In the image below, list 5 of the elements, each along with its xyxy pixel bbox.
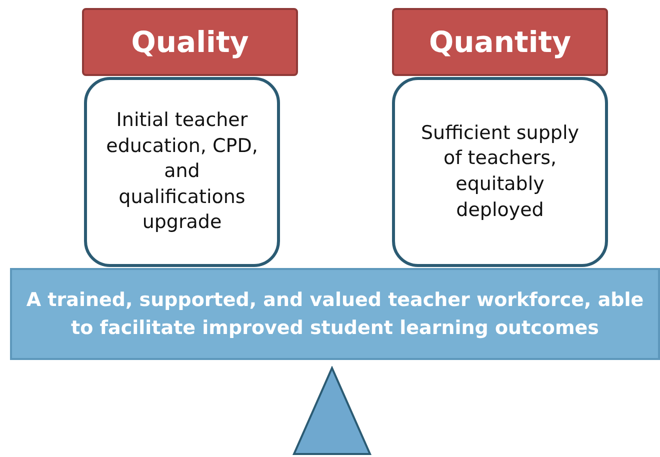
text-card: Initial teacher education, CPD, and qualifications upgrade xyxy=(84,77,280,267)
heading-tab: Quality xyxy=(82,8,298,76)
text-card: Sufficient supply of teachers, equitably deployed xyxy=(392,77,608,267)
balance-beam: A trained, supported, and valued teacher workforce, able to facilitate improved student learning outcomes xyxy=(10,268,660,360)
heading-tab: Quantity xyxy=(392,8,608,76)
